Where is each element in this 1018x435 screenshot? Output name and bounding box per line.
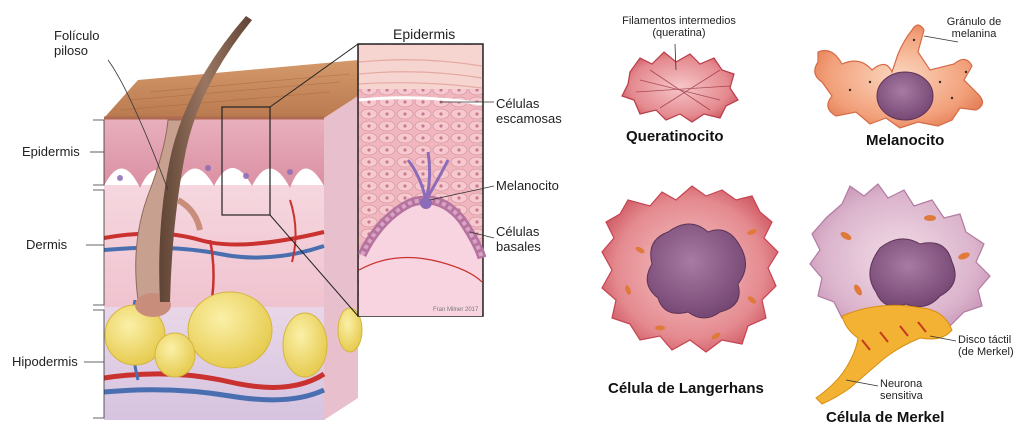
- title-queratinocito: Queratinocito: [626, 129, 724, 144]
- annotation-disco-tactil: Disco táctil (de Merkel): [958, 334, 1016, 358]
- label-celulas-escamosas: Células escamosas: [496, 96, 574, 126]
- annotation-granulo-melanina: Gránulo de melanina: [936, 16, 1012, 40]
- label-dermis: Dermis: [26, 237, 67, 252]
- title-langerhans: Célula de Langerhans: [608, 381, 764, 396]
- illustration-credit: Fran Milner 2017: [433, 307, 478, 313]
- label-melanocito-inset: Melanocito: [496, 178, 559, 193]
- annotation-neurona-sensitiva: Neurona sensitiva: [880, 378, 950, 402]
- label-foliculo-piloso: Folículo piloso: [54, 28, 118, 58]
- epidermis-layer: [104, 118, 324, 188]
- epidermis-inset: [358, 44, 483, 316]
- cell-langerhans: [602, 186, 778, 352]
- title-melanocito: Melanocito: [866, 133, 944, 148]
- cell-queratinocito: [622, 44, 738, 122]
- skin-block: [104, 16, 483, 420]
- label-hipodermis: Hipodermis: [12, 354, 78, 369]
- cell-melanocito: [815, 25, 983, 128]
- title-merkel: Célula de Merkel: [826, 410, 944, 425]
- block-side-face: [324, 96, 358, 420]
- label-celulas-basales: Células basales: [496, 224, 558, 254]
- annotation-filamentos: Filamentos intermedios (queratina): [614, 15, 744, 39]
- inset-title: Epidermis: [393, 27, 455, 42]
- label-epidermis: Epidermis: [22, 144, 80, 159]
- cell-merkel: [810, 184, 990, 404]
